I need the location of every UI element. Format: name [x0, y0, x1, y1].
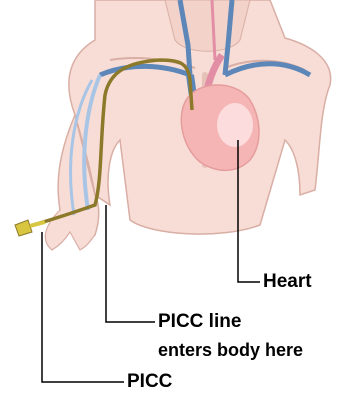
picc-entry-label-line1: PICC line [158, 311, 241, 333]
picc-leader-line [42, 232, 124, 382]
picc-hub-connector [30, 222, 45, 226]
heart-highlight [217, 103, 253, 147]
heart-label: Heart [263, 271, 312, 293]
picc-label: PICC [127, 371, 172, 393]
neck [165, 0, 250, 51]
picc-entry-label-line2: enters body here [158, 339, 303, 361]
picc-hub [15, 220, 32, 236]
